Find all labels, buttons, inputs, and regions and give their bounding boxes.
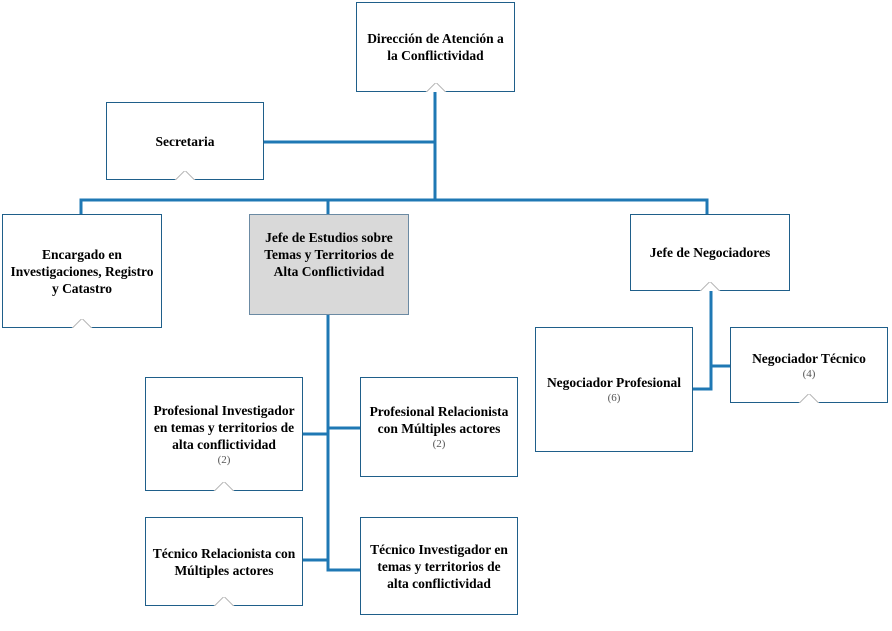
node-title: Jefe de Negociadores — [649, 245, 771, 260]
node-title: Técnico Relacionista con Múltiples actor… — [152, 545, 296, 578]
expand-tab-icon[interactable] — [425, 83, 447, 92]
node-negociador-tecnico[interactable]: Negociador Técnico (4) — [730, 327, 888, 403]
node-title: Secretaria — [155, 133, 215, 149]
node-encargado[interactable]: Encargado en Investigaciones, Registro y… — [2, 214, 162, 328]
node-secretaria[interactable]: Secretaria — [106, 102, 264, 180]
node-title: Negociador Técnico — [752, 350, 866, 366]
expand-tab-icon[interactable] — [71, 319, 93, 328]
node-title: Dirección de Atención a la Conflictivida… — [367, 31, 504, 63]
node-tec-relacionista[interactable]: Técnico Relacionista con Múltiples actor… — [145, 517, 303, 606]
expand-tab-icon[interactable] — [213, 597, 235, 606]
node-prof-investigador[interactable]: Profesional Investigador en temas y terr… — [145, 377, 303, 491]
node-count: (2) — [217, 453, 231, 466]
expand-tab-icon[interactable] — [213, 482, 235, 491]
node-tec-investigador[interactable]: Técnico Investigador en temas y territor… — [360, 517, 518, 615]
node-title: Profesional Investigador en temas y terr… — [153, 402, 295, 452]
node-negociador-profesional[interactable]: Negociador Profesional (6) — [535, 327, 693, 452]
expand-tab-icon[interactable] — [174, 171, 196, 180]
node-title: Profesional Relacionista con Múltiples a… — [369, 404, 509, 436]
node-count: (2) — [432, 438, 446, 450]
node-count: (6) — [607, 392, 621, 404]
node-title: Encargado en Investigaciones, Registro y… — [10, 246, 154, 296]
node-jefe-estudios[interactable]: Jefe de Estudios sobre Temas y Territori… — [249, 214, 409, 315]
node-prof-relacionista[interactable]: Profesional Relacionista con Múltiples a… — [360, 377, 518, 477]
node-jefe-negociadores[interactable]: Jefe de Negociadores — [630, 214, 790, 291]
node-title: Jefe de Estudios sobre Temas y Territori… — [264, 230, 394, 279]
node-direccion[interactable]: Dirección de Atención a la Conflictivida… — [356, 2, 515, 92]
node-title: Negociador Profesional — [546, 375, 682, 390]
expand-tab-icon[interactable] — [699, 282, 721, 291]
expand-tab-icon[interactable] — [798, 394, 820, 403]
node-count: (4) — [802, 367, 816, 380]
node-title: Técnico Investigador en temas y territor… — [370, 541, 508, 591]
